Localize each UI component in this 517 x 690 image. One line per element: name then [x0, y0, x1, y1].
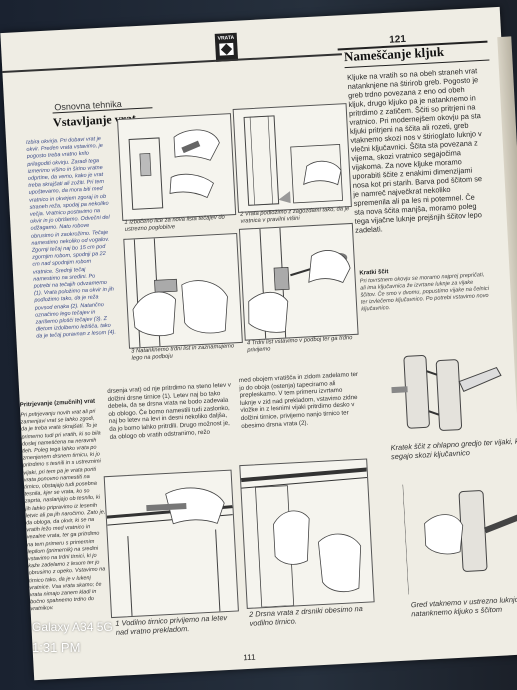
book-page: VRATA 121 Nameščanje kljuk Osnovna tehni… — [0, 6, 517, 681]
right-caption-1: Kratek ščit z ohlapno gredjo ter vijaki,… — [390, 436, 517, 462]
right-body-text: Kljuke na vratih so na obeh straneh vrat… — [346, 66, 483, 235]
figure-hinge-recess-drawing — [128, 129, 220, 210]
figure-hinge-recess — [117, 113, 237, 221]
page-number-bottom: 111 — [243, 652, 256, 663]
figure-hang-door — [239, 458, 375, 609]
figure-door-wedges-drawing — [243, 115, 343, 206]
figure-insert-shaft — [402, 468, 517, 595]
kratki-heading: Kratki ščit — [359, 269, 389, 277]
lower-left-column: Pri pritrjevanju novih vrat ali pri zame… — [20, 408, 106, 613]
lower-left-heading: Pritrjevanje (zmučnih) vrat — [19, 398, 96, 409]
camera-timestamp: 1:31 PM — [32, 640, 81, 655]
kratki-body: Pri tovrstnem okovju se moramo najprej p… — [359, 272, 490, 313]
figure-insert-shaft-drawing — [402, 484, 517, 595]
camera-device-label: Galaxy A34 5G — [32, 620, 113, 634]
middle-column-2: med obojem vratišča in zidom zadelamo te… — [238, 370, 359, 430]
figure-mark-hinge — [123, 232, 243, 349]
figure-short-plate — [383, 337, 512, 439]
figure-hang-door-drawing — [240, 467, 368, 608]
figure-door-wedges — [232, 103, 352, 213]
figure-screw-hinge — [238, 222, 359, 341]
figure-guide-rail-drawing — [106, 487, 233, 617]
figure-guide-rail — [103, 469, 239, 619]
middle-column-1: drsenja vrat) od nje pritrdimo na steno … — [107, 381, 232, 441]
door-logo-icon — [219, 42, 234, 56]
figure-screw-hinge-drawing — [248, 227, 351, 339]
section-tab-label: VRATA — [217, 34, 235, 42]
figure-mark-hinge-drawing — [132, 238, 228, 348]
left-column-text: Izbira okvirja. Pri dobavi vrat je okvir… — [25, 135, 117, 341]
header-rule — [2, 53, 342, 74]
section-tab: VRATA — [214, 32, 239, 62]
right-caption-2: Gred vtaknemo v ustrezno luknjo in natan… — [410, 594, 517, 619]
figure-short-plate-drawing — [391, 354, 502, 431]
